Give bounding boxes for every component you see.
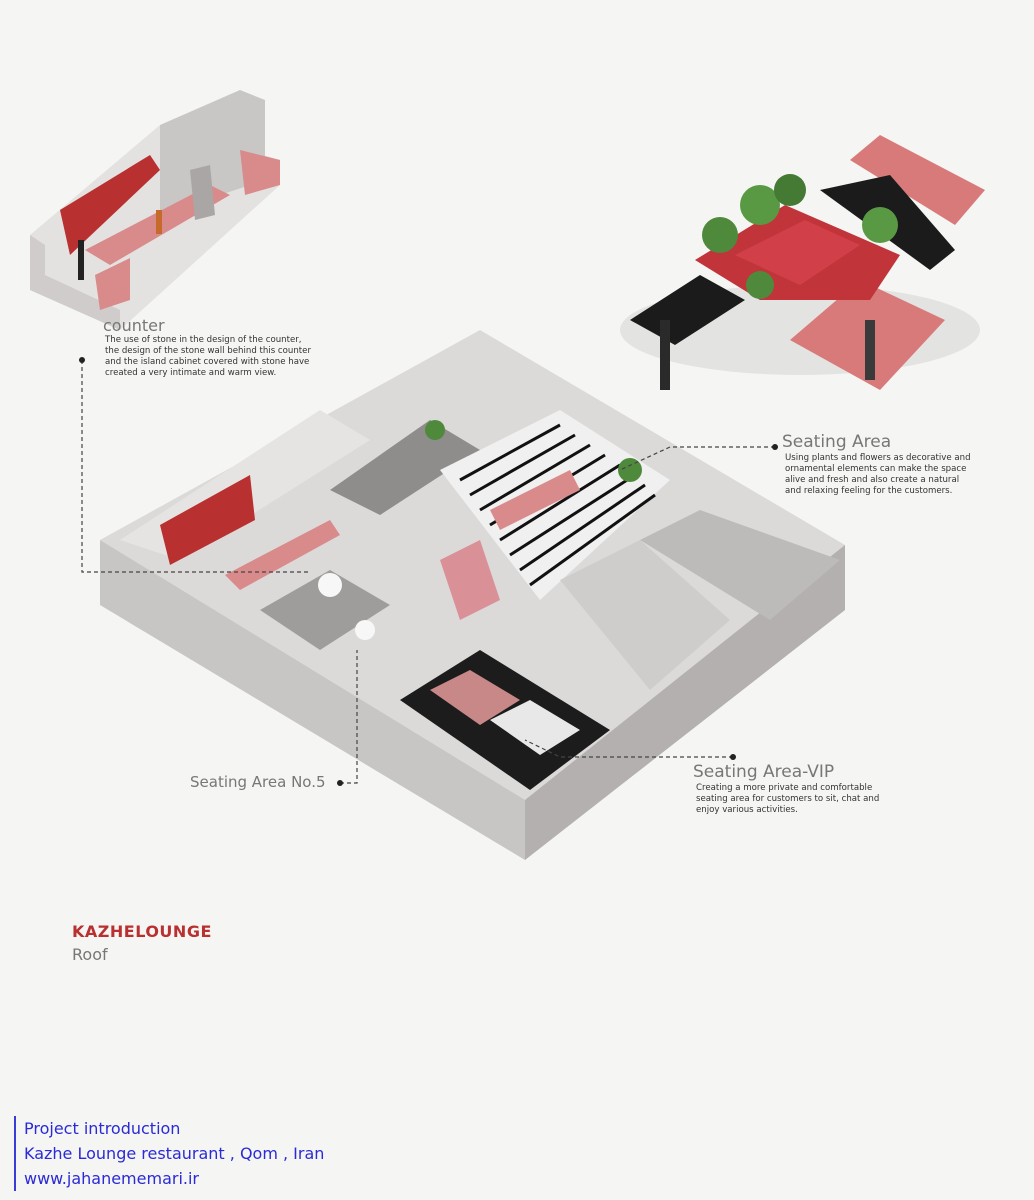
counter-title: counter	[103, 316, 165, 335]
vip-desc-line: Creating a more private and comfortable	[696, 783, 873, 793]
brand-name: KAZHELOUNGE	[72, 922, 212, 941]
footer-heading: Project introduction	[24, 1119, 181, 1138]
counter-desc-line: The use of stone in the design of the co…	[105, 335, 302, 345]
annotation-leaders	[81, 360, 775, 784]
vip-desc-line: enjoy various activities.	[696, 805, 798, 815]
seating-area-5-title: Seating Area No.5	[190, 773, 326, 791]
counter-desc-line: created a very intimate and warm view.	[105, 368, 277, 378]
seating-desc-line: Using plants and flowers as decorative a…	[785, 453, 971, 463]
brand-subtitle: Roof	[72, 945, 108, 964]
counter-desc-line: and the island cabinet covered with ston…	[105, 357, 310, 367]
footer-website-link[interactable]: www.jahanememari.ir	[24, 1169, 200, 1188]
counter-desc-line: the design of the stone wall behind this…	[105, 346, 311, 356]
counter-inset-illustration	[30, 90, 280, 330]
footer-location: Kazhe Lounge restaurant , Qom , Iran	[24, 1144, 325, 1163]
seating-inset-illustration	[620, 135, 985, 390]
seating-desc-line: ornamental elements can make the space	[785, 464, 967, 474]
project-footer: Project introduction Kazhe Lounge restau…	[14, 1116, 324, 1191]
vip-seating-description: Creating a more private and comfortable …	[696, 783, 879, 816]
vip-seating-title: Seating Area-VIP	[693, 762, 835, 782]
main-building-illustration	[100, 330, 845, 860]
seating-desc-line: alive and fresh and also create a natura…	[785, 475, 960, 485]
seating-area-title: Seating Area	[782, 432, 892, 452]
annotation-dots	[79, 357, 778, 786]
seating-area-description: Using plants and flowers as decorative a…	[785, 453, 971, 497]
counter-description: The use of stone in the design of the co…	[105, 335, 311, 379]
vip-desc-line: seating area for customers to sit, chat …	[696, 794, 880, 804]
seating-desc-line: and relaxing feeling for the customers.	[785, 486, 953, 496]
isometric-floor-plan	[30, 90, 985, 860]
